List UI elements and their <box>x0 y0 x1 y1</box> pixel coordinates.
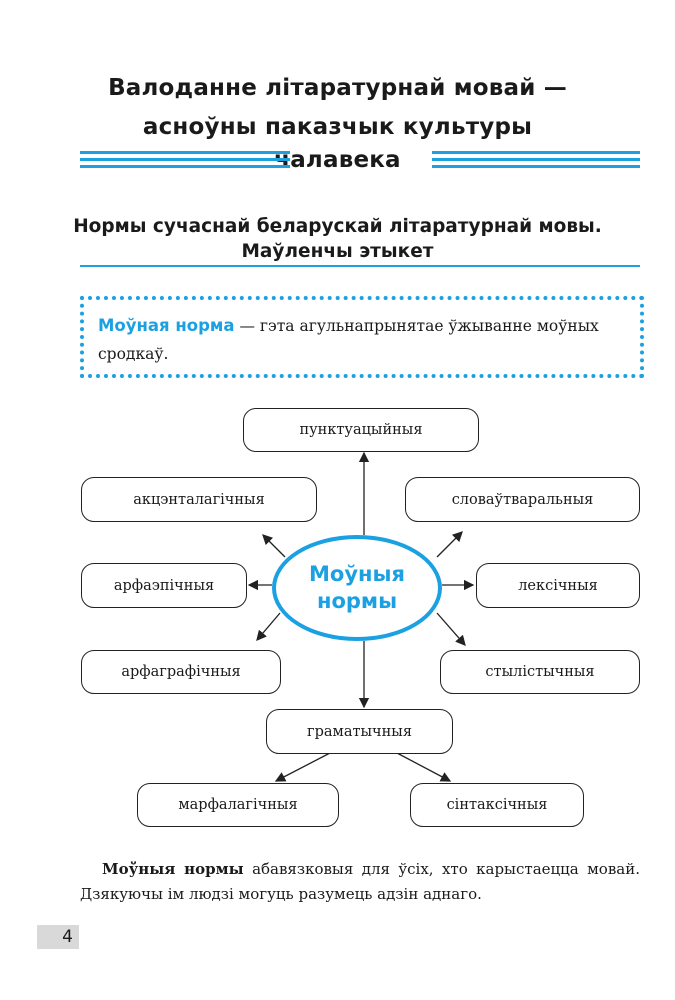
section-divider <box>80 265 640 267</box>
node-stylistic: стылістычныя <box>440 650 640 694</box>
node-accentology: акцэнталагічныя <box>81 477 317 522</box>
section-title-line-2: Маўленчы этыкет <box>241 241 434 262</box>
node-orthography: арфаграфічныя <box>81 650 281 694</box>
node-lexical: лексічныя <box>476 563 640 608</box>
center-label-line-1: Моўныя <box>309 562 405 586</box>
center-label-line-2: нормы <box>316 589 398 613</box>
paragraph-text: абавязковыя для ўсіх, хто карыстаецца мо… <box>80 860 640 903</box>
body-paragraph: Моўныя нормы абавязковыя для ўсіх, хто к… <box>80 857 640 907</box>
paragraph-bold-term: Моўныя нормы <box>102 860 244 878</box>
section-title-line-1: Нормы сучаснай беларускай літаратурнай м… <box>73 216 602 237</box>
chapter-title-line-1: Валоданне літаратурнай мовай — <box>108 75 567 101</box>
node-punctuation: пунктуацыйныя <box>243 408 479 452</box>
chapter-title-line-2: асноўны паказчык культуры <box>142 114 533 140</box>
chapter-title-line-3: чалавека <box>274 147 401 173</box>
node-morphology: марфалагічныя <box>137 783 339 827</box>
node-grammar: граматычныя <box>266 709 453 754</box>
node-word-formation: словаўтваральныя <box>405 477 640 522</box>
definition-text: — гэта агульнапрынятае ўжыванне моўных с… <box>98 317 599 363</box>
node-orthoepy: арфаэпічныя <box>81 563 247 608</box>
diagram-center-ellipse: Моўныя нормы <box>272 535 442 641</box>
definition-box: Моўная норма — гэта агульнапрынятае ўжыв… <box>80 296 644 378</box>
page-number: 4 <box>37 925 79 949</box>
definition-term: Моўная норма <box>98 316 235 335</box>
title-decor-left <box>80 151 290 168</box>
node-syntax: сінтаксічныя <box>410 783 584 827</box>
title-decor-right <box>432 151 640 168</box>
